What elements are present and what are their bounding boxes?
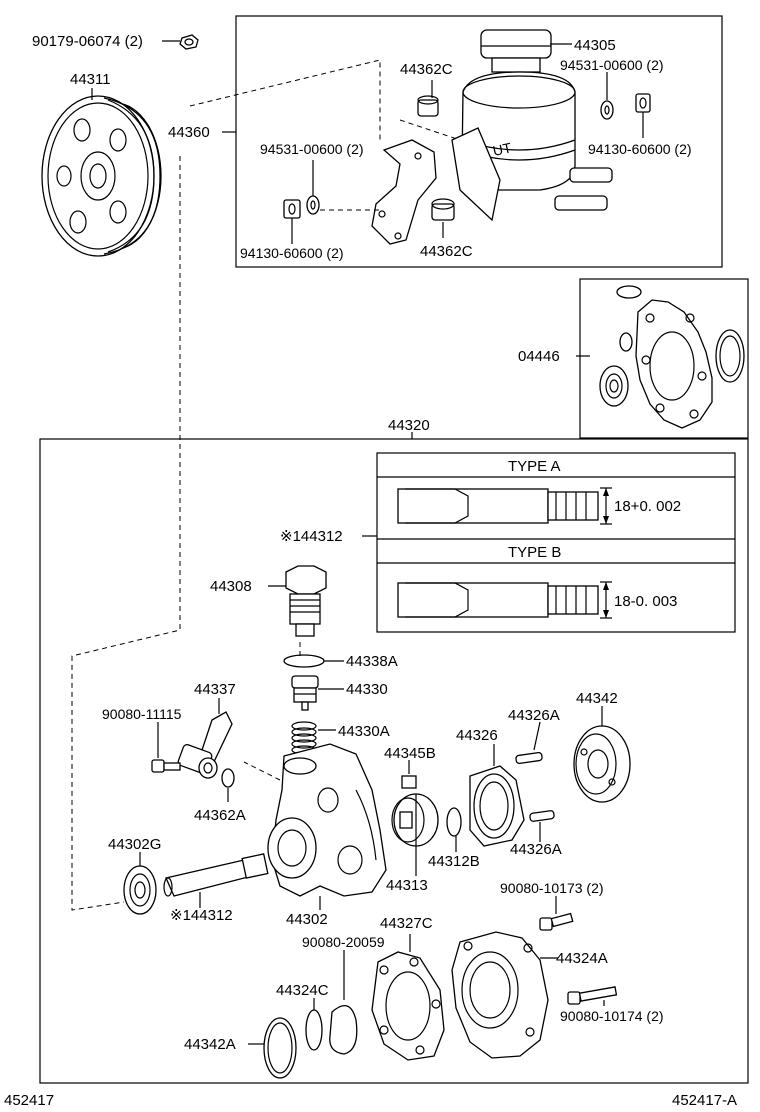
label-44302g: 44302G xyxy=(108,836,161,853)
label-44326: 44326 xyxy=(456,727,498,744)
pump-housing-44302 xyxy=(267,743,387,897)
label-44326a-top: 44326A xyxy=(508,707,560,724)
collar-44362c-top xyxy=(417,95,439,117)
label-44308: 44308 xyxy=(210,578,252,595)
label-90080-11115: 90080-11115 xyxy=(102,706,182,722)
cam-ring-44326 xyxy=(469,765,525,847)
label-44311: 44311 xyxy=(70,71,111,88)
label-44327c: 44327C xyxy=(380,915,433,932)
label-44337: 44337 xyxy=(194,681,236,698)
label-90179-06074: 90179-06074 (2) xyxy=(32,33,143,50)
label-44305: 44305 xyxy=(574,37,616,54)
label-type-a-dimension: 18+0. 002 xyxy=(614,498,681,515)
gasket-kit-04446 xyxy=(599,285,745,429)
label-44362a: 44362A xyxy=(194,807,246,824)
svg-text:UT: UT xyxy=(491,139,513,159)
side-plate-44342 xyxy=(573,725,631,803)
o-ring-90080-20059 xyxy=(329,1004,358,1055)
label-44362c-top: 44362C xyxy=(400,61,453,78)
footer-code-right: 452417-A xyxy=(672,1092,737,1109)
footer-code-left: 452417 xyxy=(4,1092,54,1109)
nut-94130-left xyxy=(283,199,301,219)
label-90080-10174: 90080-10174 (2) xyxy=(560,1008,664,1024)
label-type-b-dimension: 18-0. 003 xyxy=(614,593,677,610)
label-44338a: 44338A xyxy=(346,653,398,670)
label-type-b: TYPE B xyxy=(508,544,561,561)
shaft-type-table xyxy=(376,452,736,633)
label-90080-20059: 90080-20059 xyxy=(302,934,385,950)
label-94130-60600-left: 94130-60600 (2) xyxy=(240,245,344,261)
suction-port-44337 xyxy=(177,711,233,779)
o-ring-44342a xyxy=(263,1017,297,1079)
union-44308 xyxy=(285,565,327,637)
o-ring-44324c xyxy=(305,1009,323,1051)
rear-cover-44324a xyxy=(451,931,549,1059)
snap-ring-44312b xyxy=(446,807,462,837)
valve-44330 xyxy=(291,675,319,711)
label-44313: 44313 xyxy=(386,877,428,894)
label-44360: 44360 xyxy=(168,124,210,141)
label-44345b: 44345B xyxy=(384,745,436,762)
label-94130-60600-right: 94130-60600 (2) xyxy=(588,141,692,157)
label-44362c-bottom: 44362C xyxy=(420,243,473,260)
bolt-90080-10174 xyxy=(567,986,618,1005)
label-04446: 04446 xyxy=(518,348,560,365)
shaft-144312 xyxy=(163,853,269,897)
gasket-kit-frame xyxy=(579,278,749,439)
label-94531-00600-right: 94531-00600 (2) xyxy=(560,57,664,73)
label-44326a-bottom: 44326A xyxy=(510,841,562,858)
label-144312-top: ※144312 xyxy=(280,528,343,545)
washer-94531-left xyxy=(306,195,320,215)
nut-90179 xyxy=(179,34,199,50)
label-44342a: 44342A xyxy=(184,1036,236,1053)
shaft-type-a xyxy=(397,487,612,525)
plate-44345b xyxy=(401,775,417,789)
label-type-a: TYPE A xyxy=(508,458,561,475)
reservoir-bracket xyxy=(371,139,437,245)
label-44342: 44342 xyxy=(576,690,618,707)
pulley-44311 xyxy=(41,95,162,257)
label-94531-00600-left: 94531-00600 (2) xyxy=(260,141,364,157)
o-ring-44362a xyxy=(221,768,235,788)
bolt-90080-11115 xyxy=(151,759,181,773)
label-44302: 44302 xyxy=(286,911,328,928)
gasket-44327c xyxy=(371,951,445,1061)
label-44330: 44330 xyxy=(346,681,388,698)
pin-44326a-top xyxy=(515,751,543,765)
label-90080-10173: 90080-10173 (2) xyxy=(500,880,604,896)
reservoir-group-frame xyxy=(235,15,723,268)
label-44324a: 44324A xyxy=(556,950,608,967)
shaft-type-b xyxy=(397,581,612,619)
pump-assembly-frame xyxy=(39,438,749,1084)
label-144312-bottom: ※144312 xyxy=(170,907,233,924)
label-44324c: 44324C xyxy=(276,982,329,999)
label-44320: 44320 xyxy=(388,417,430,434)
label-44312b: 44312B xyxy=(428,853,480,870)
rotor-44313 xyxy=(391,793,439,847)
o-ring-44338a xyxy=(283,654,325,668)
bearing-44302g xyxy=(123,865,157,915)
reservoir-44305: UT xyxy=(451,29,613,222)
washer-94531-right xyxy=(600,100,614,120)
nut-94130-right xyxy=(635,93,651,113)
label-44330a: 44330A xyxy=(338,723,390,740)
pin-44326a-bottom xyxy=(529,810,555,822)
bolt-90080-10173 xyxy=(539,912,574,931)
collar-44362c-bottom xyxy=(431,198,455,221)
